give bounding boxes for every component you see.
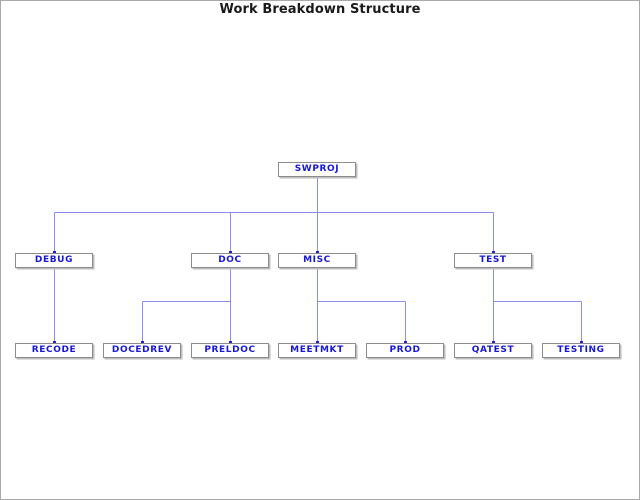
wbs-node-test[interactable]: TEST [454,253,532,268]
wbs-node-swproj[interactable]: SWPROJ [278,162,356,177]
page-title: Work Breakdown Structure [219,2,421,17]
wbs-node-recode[interactable]: RECODE [15,343,93,358]
wbs-node-label: DOCEDREV [111,345,173,355]
wbs-node-label: PROD [389,345,421,355]
wbs-node-label: TEST [479,255,507,265]
wbs-node-doc[interactable]: DOC [191,253,269,268]
wbs-node-misc[interactable]: MISC [278,253,356,268]
wbs-node-qatest[interactable]: QATEST [454,343,532,358]
wbs-node-label: SWPROJ [294,164,340,174]
wbs-node-label: PRELDOC [204,345,256,355]
wbs-node-label: MISC [303,255,331,265]
wbs-node-label: MEETMKT [290,345,344,355]
wbs-node-docedrev[interactable]: DOCEDREV [103,343,181,358]
wbs-node-testing[interactable]: TESTING [542,343,620,358]
wbs-node-meetmkt[interactable]: MEETMKT [278,343,356,358]
wbs-node-debug[interactable]: DEBUG [15,253,93,268]
wbs-node-preldoc[interactable]: PRELDOC [191,343,269,358]
wbs-node-label: RECODE [31,345,77,355]
wbs-node-label: DEBUG [34,255,74,265]
wbs-node-label: TESTING [557,345,605,355]
wbs-node-label: QATEST [471,345,515,355]
wbs-node-prod[interactable]: PROD [366,343,444,358]
wbs-node-label: DOC [218,255,242,265]
edge-endpoint-markers [53,251,583,344]
